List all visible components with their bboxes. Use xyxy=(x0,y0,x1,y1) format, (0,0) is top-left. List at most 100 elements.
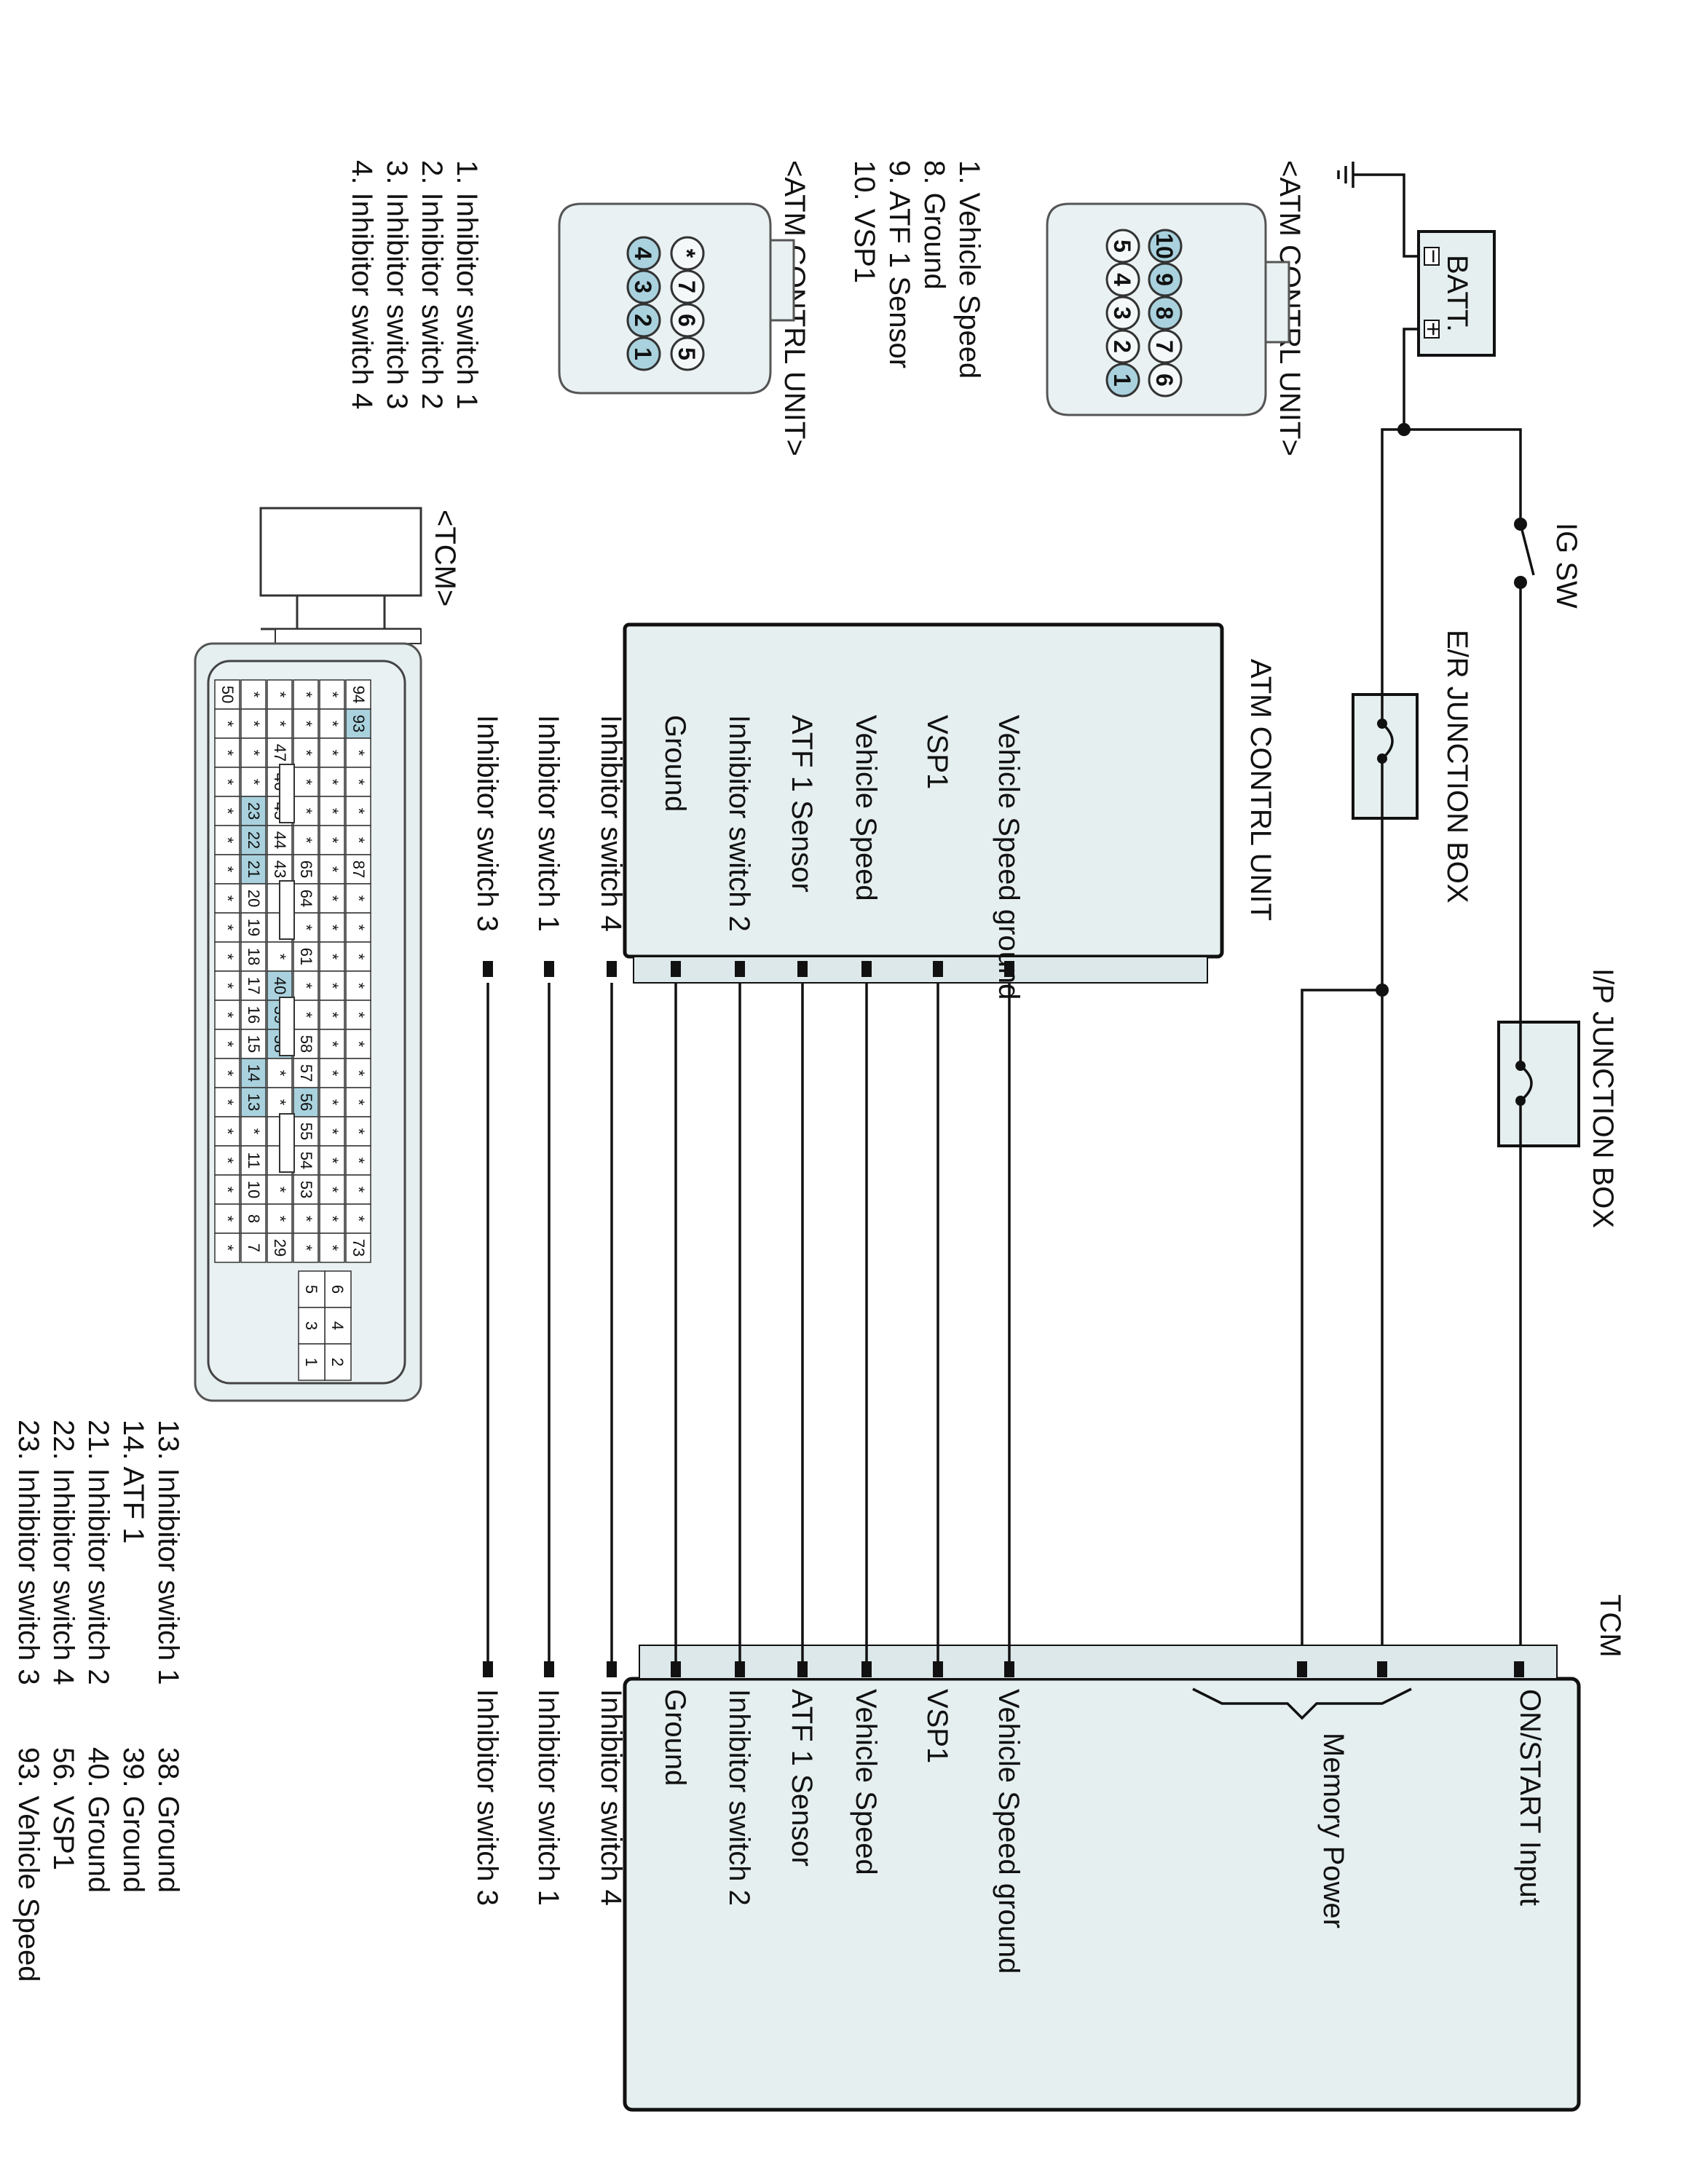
tcm-unit: TCM ON/START Input Memory Power Inhibito… xyxy=(471,1594,1626,2112)
legend-item: 56. VSP1 xyxy=(47,1747,79,1870)
tcm-pin-number: * xyxy=(271,954,289,960)
ig-switch xyxy=(1514,518,1535,589)
legend-item: 8. Ground xyxy=(918,160,950,290)
connector-pin-number: 1 xyxy=(630,347,656,360)
connector-pin xyxy=(1148,329,1183,364)
tcm-pin-number: * xyxy=(297,925,315,931)
tcm-terminal-label: VSP1 xyxy=(921,1689,953,1763)
tcm-pin-number: * xyxy=(218,1158,237,1164)
ip-junction-label: I/P JUNCTION BOX xyxy=(1587,968,1619,1228)
tcm-pin-number: 94 xyxy=(350,686,368,703)
tcm-pin-number: * xyxy=(271,692,289,698)
atm-terminal-pin xyxy=(797,961,808,977)
connector-pin-number: 4 xyxy=(630,247,656,260)
tcm-pin-number: 61 xyxy=(297,948,315,965)
tcm-pin-number: * xyxy=(323,895,342,902)
tcm-pin-number: * xyxy=(323,1187,342,1193)
tcm-pin-number: 55 xyxy=(297,1123,315,1140)
tcm-pin-strip xyxy=(639,1645,1558,1679)
tcm-pin-number: * xyxy=(350,1070,368,1077)
tcm-pin-number: * xyxy=(323,1041,342,1048)
tcm-pin-number: * xyxy=(271,1099,289,1106)
connector-pin xyxy=(626,303,661,338)
tcm-pin-number: * xyxy=(323,750,342,756)
tcm-power-pin-number: 1 xyxy=(302,1358,320,1366)
atm-terminal-pin xyxy=(607,961,617,977)
tcm-pin-number: * xyxy=(350,750,368,756)
tcm-connector: <TCM> 9493****87************73**********… xyxy=(12,507,461,1982)
tcm-pin-number: * xyxy=(218,895,237,902)
tcm-terminal-pin xyxy=(544,1661,554,1677)
tcm-pin-number: * xyxy=(350,983,368,989)
tcm-on-start: ON/START Input xyxy=(1514,1689,1546,1906)
connector-pin-number: 5 xyxy=(674,347,700,360)
tcm-pin-number: 50 xyxy=(218,686,237,703)
tcm-pin-number: 17 xyxy=(245,977,263,994)
tcm-pin-number: * xyxy=(218,721,237,727)
tcm-pin-number: * xyxy=(218,1128,237,1135)
tcm-pin-number: 53 xyxy=(297,1181,315,1198)
legend-item: 21. Inhibitor switch 2 xyxy=(82,1420,114,1685)
tcm-pin-number: 16 xyxy=(245,1006,263,1024)
legend-item: 40. Ground xyxy=(82,1747,114,1893)
tcm-pin-number: * xyxy=(350,895,368,902)
tcm-pin-number: * xyxy=(350,1012,368,1018)
er-junction-label: E/R JUNCTION BOX xyxy=(1441,630,1473,903)
tcm-pin-number: * xyxy=(350,808,368,815)
connector-pin-number: 4 xyxy=(1109,273,1135,286)
legend-item: 93. Vehicle Speed xyxy=(12,1747,44,1982)
tcm-pin-number: * xyxy=(218,1245,237,1251)
legend-item: 1. Inhibitor switch 1 xyxy=(451,160,483,409)
tcm-pin-number: * xyxy=(323,808,342,815)
tcm-pin-number: * xyxy=(350,1099,368,1106)
tcm-power-pin-number: 6 xyxy=(328,1285,347,1294)
tcm-pin-number: 14 xyxy=(245,1064,263,1082)
atm-terminal-label: Inhibitor switch 4 xyxy=(595,715,627,932)
tcm-pin-number: 64 xyxy=(297,890,315,907)
tcm-pin-number: * xyxy=(297,1245,315,1251)
connector-pin-number: 5 xyxy=(1109,240,1135,253)
connector-pin-number: 1 xyxy=(1109,373,1135,387)
tcm-pin-number: * xyxy=(323,866,342,873)
memory-power-brace xyxy=(1192,1688,1412,1720)
tcm-pin-number: * xyxy=(323,837,342,844)
connector-pin-number: 8 xyxy=(1151,306,1178,320)
tcm-pin-number: * xyxy=(218,1041,237,1048)
atm-terminal-label: ATF 1 Sensor xyxy=(786,715,818,893)
tcm-terminal-label: Vehicle Speed xyxy=(850,1689,882,1875)
tcm-pin-number: * xyxy=(297,1012,315,1018)
atm-terminal-label: Vehicle Speed ground xyxy=(993,715,1025,1000)
legend-item: 9. ATF 1 Sensor xyxy=(883,160,915,368)
tcm-power-pin-number: 3 xyxy=(302,1321,320,1330)
tcm-pin-number: 93 xyxy=(350,715,368,732)
tcm-terminal-label: Inhibitor switch 2 xyxy=(723,1689,755,1906)
connector-pin-number: * xyxy=(674,249,700,258)
tcm-pin-number: * xyxy=(323,925,342,931)
tcm-pin-cell xyxy=(319,1233,345,1263)
tcm-pin-number: 58 xyxy=(297,1035,315,1053)
tcm-pin-number: * xyxy=(323,983,342,989)
tcm-title: TCM xyxy=(1594,1594,1626,1658)
connector-pin-number: 10 xyxy=(1151,233,1178,259)
connector-pin-number: 9 xyxy=(1151,273,1178,286)
tcm-pin-number: 13 xyxy=(245,1093,263,1111)
connector-pin xyxy=(1105,262,1140,297)
tcm-pin-number: 29 xyxy=(271,1239,289,1257)
tcm-pin-number: * xyxy=(350,1187,368,1193)
tcm-pin-number: * xyxy=(297,750,315,756)
tcm-pin-number: 54 xyxy=(297,1152,315,1169)
tcm-pin-number: * xyxy=(323,1245,342,1251)
tcm-pin-number: * xyxy=(297,983,315,989)
tcm-pin-number: * xyxy=(271,1216,289,1222)
tcm-pin-number: * xyxy=(323,779,342,786)
tcm-pin-number: * xyxy=(297,692,315,698)
connector-pin-number: 3 xyxy=(1109,306,1135,320)
tcm-pin-number: 43 xyxy=(271,860,289,878)
tcm-pin-number: * xyxy=(218,1070,237,1077)
atm-terminal-pin xyxy=(544,961,554,977)
tcm-pin-number: * xyxy=(218,750,237,756)
tcm-pin-number: * xyxy=(218,837,237,844)
signal-wires xyxy=(486,983,1011,1661)
tcm-terminal-label: Inhibitor switch 4 xyxy=(595,1689,627,1906)
